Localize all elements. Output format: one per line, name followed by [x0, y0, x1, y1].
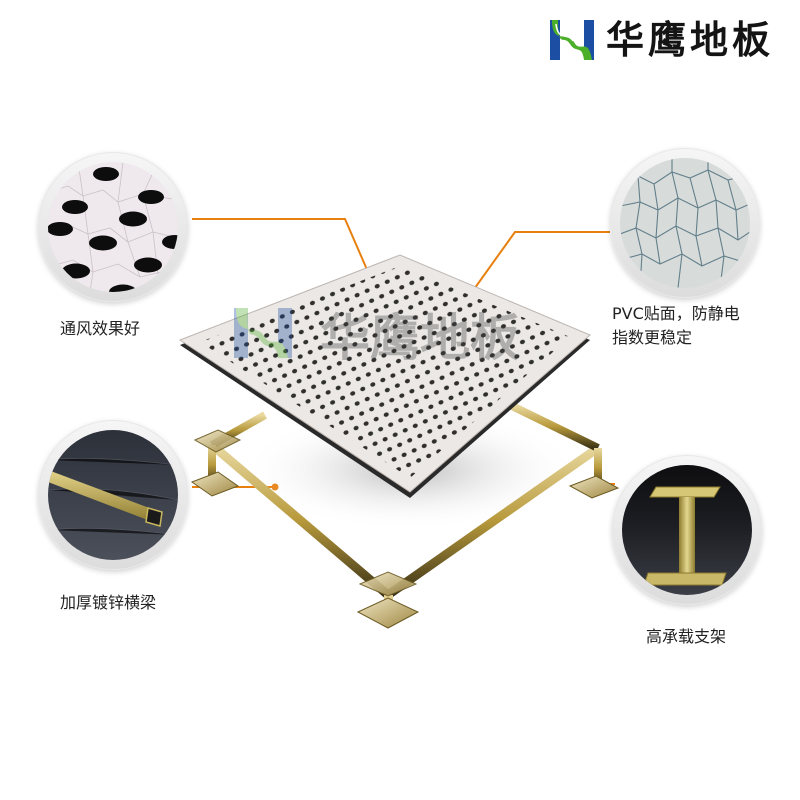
callout-label-pvc-line1: PVC贴面，防静电 — [612, 304, 740, 323]
pvc-surface-closeup-image — [620, 158, 750, 288]
watermark: 华鹰地板 — [234, 308, 520, 367]
callout-label-beam: 加厚镀锌横梁 — [60, 593, 157, 612]
callout-ventilation — [38, 152, 188, 302]
brand-name: 华鹰地板 — [606, 18, 775, 62]
callout-pvc — [610, 148, 760, 298]
raised-floor-product-image: 华鹰地板 — [178, 254, 620, 629]
galvanized-beam-closeup-image — [48, 430, 178, 560]
callout-pedestal — [612, 455, 762, 605]
callout-label-ventilation: 通风效果好 — [60, 319, 141, 338]
callout-beam — [38, 420, 188, 570]
svg-text:华鹰地板: 华鹰地板 — [320, 309, 520, 367]
pedestal-closeup-image — [622, 465, 752, 595]
brand-logo: 华鹰地板 — [548, 14, 788, 66]
callout-label-pedestal: 高承载支架 — [646, 627, 727, 646]
brand-logo-mark-icon — [550, 20, 594, 60]
callout-label-pvc-line2: 指数更稳定 — [612, 328, 693, 347]
perforated-panel-closeup-image — [48, 162, 178, 292]
